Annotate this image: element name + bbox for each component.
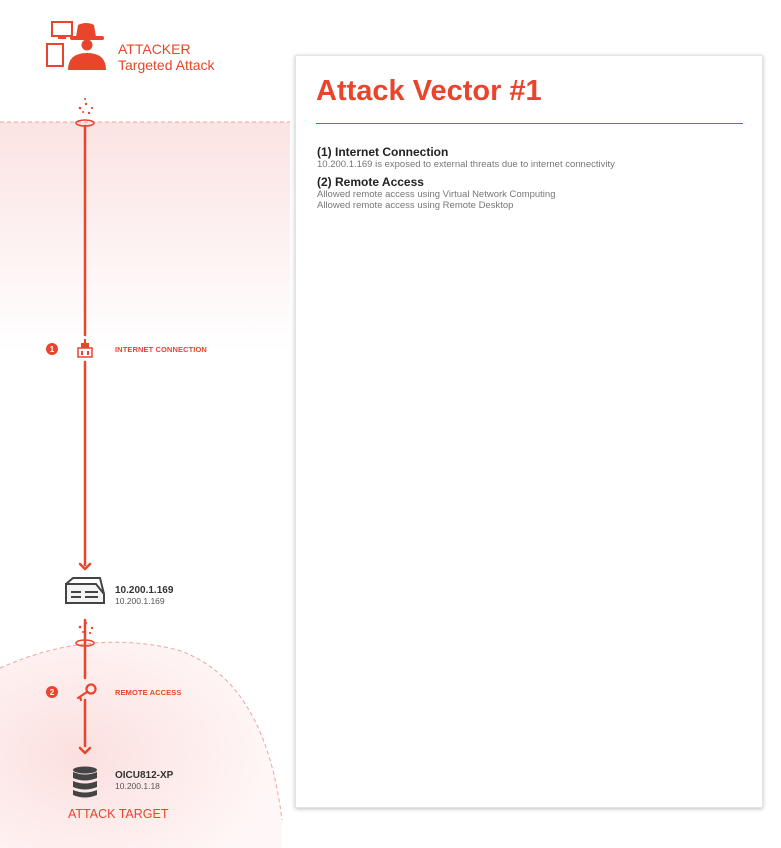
internet-connection-icon bbox=[77, 339, 93, 358]
step-2-badge: 2 bbox=[46, 686, 58, 698]
section-line: Allowed remote access using Virtual Netw… bbox=[317, 189, 556, 200]
database-icon bbox=[73, 766, 97, 798]
attacker-icon bbox=[46, 21, 106, 70]
target-zone bbox=[0, 641, 283, 848]
attack-vector-panel: Attack Vector #1 (1) Internet Connection… bbox=[295, 55, 763, 808]
title-divider bbox=[316, 123, 743, 124]
panel-title: Attack Vector #1 bbox=[316, 75, 542, 107]
arrowheads bbox=[78, 562, 92, 755]
section-internet-connection: (1) Internet Connection 10.200.1.169 is … bbox=[317, 145, 752, 171]
section-line: Allowed remote access using Remote Deskt… bbox=[317, 200, 514, 211]
section-remote-access: (2) Remote Access Allowed remote access … bbox=[317, 175, 752, 212]
node-1-name: 10.200.1.169 bbox=[115, 585, 174, 596]
vector-sections: (1) Internet Connection 10.200.1.169 is … bbox=[317, 146, 752, 217]
step-2-number: 2 bbox=[50, 688, 55, 697]
attack-target-label: ATTACK TARGET bbox=[68, 807, 169, 821]
attack-path-diagram: 1 2 bbox=[0, 0, 290, 848]
step-1-number: 1 bbox=[50, 345, 55, 354]
step-1-badge: 1 bbox=[46, 343, 58, 355]
attacker-title: ATTACKER bbox=[118, 41, 191, 57]
node-2-name: OICU812-XP bbox=[115, 770, 174, 781]
node-2-ip: 10.200.1.18 bbox=[115, 781, 160, 791]
step-1-label: INTERNET CONNECTION bbox=[115, 345, 207, 354]
attacker-label: ATTACKER Targeted Attack bbox=[118, 41, 215, 73]
internet-zone bbox=[0, 121, 290, 352]
key-icon bbox=[76, 683, 97, 702]
section-line: 10.200.1.169 is exposed to external thre… bbox=[317, 159, 615, 170]
attack-path-graphic: 1 2 bbox=[0, 21, 290, 848]
node-1-ip: 10.200.1.169 bbox=[115, 596, 165, 606]
mid-connector bbox=[75, 621, 95, 647]
network-device-icon bbox=[65, 577, 105, 604]
attacker-subtitle: Targeted Attack bbox=[118, 57, 215, 73]
section-heading: (2) Remote Access bbox=[317, 175, 424, 189]
step-2-label: REMOTE ACCESS bbox=[115, 688, 182, 697]
section-heading: (1) Internet Connection bbox=[317, 145, 449, 159]
